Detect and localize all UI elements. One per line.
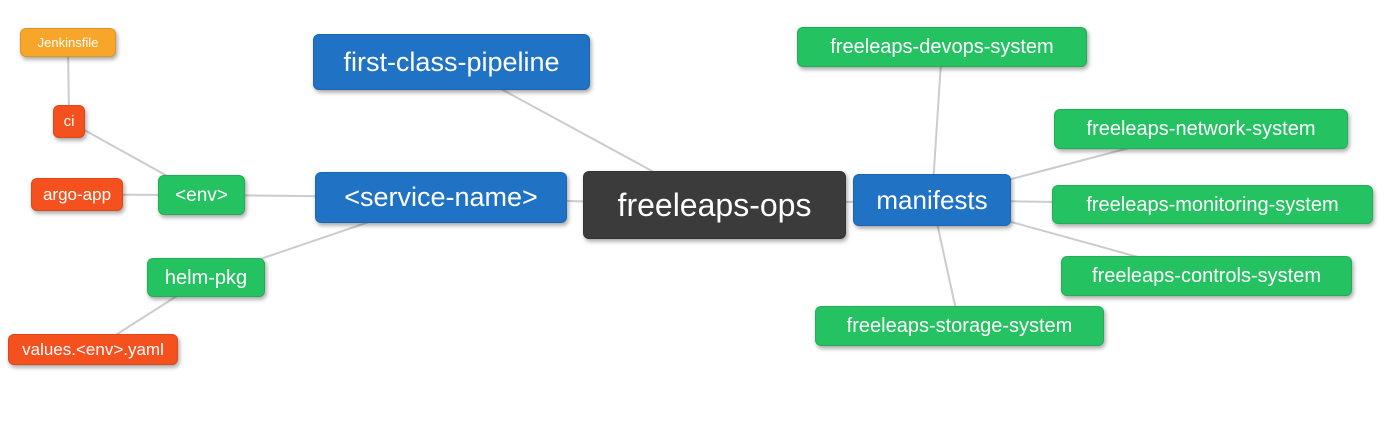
node-manifests[interactable]: manifests (853, 174, 1011, 226)
node-argo-app[interactable]: argo-app (31, 178, 123, 211)
node-values-env-yaml[interactable]: values.<env>.yaml (8, 334, 178, 365)
node-ci[interactable]: ci (53, 105, 85, 138)
node-freeleaps-network-system[interactable]: freeleaps-network-system (1054, 109, 1348, 149)
node-freeleaps-controls-system[interactable]: freeleaps-controls-system (1061, 256, 1352, 296)
node-freeleaps-storage-system[interactable]: freeleaps-storage-system (815, 306, 1104, 346)
node-first-class-pipeline[interactable]: first-class-pipeline (313, 34, 590, 90)
node-service-name[interactable]: <service-name> (315, 172, 567, 223)
node-freeleaps-devops-system[interactable]: freeleaps-devops-system (797, 27, 1087, 67)
node-freeleaps-monitoring-system[interactable]: freeleaps-monitoring-system (1052, 185, 1373, 224)
node-freeleaps-ops[interactable]: freeleaps-ops (583, 171, 846, 239)
node-env[interactable]: <env> (158, 175, 245, 215)
node-helm-pkg[interactable]: helm-pkg (147, 258, 265, 297)
node-jenkinsfile[interactable]: Jenkinsfile (20, 28, 116, 57)
